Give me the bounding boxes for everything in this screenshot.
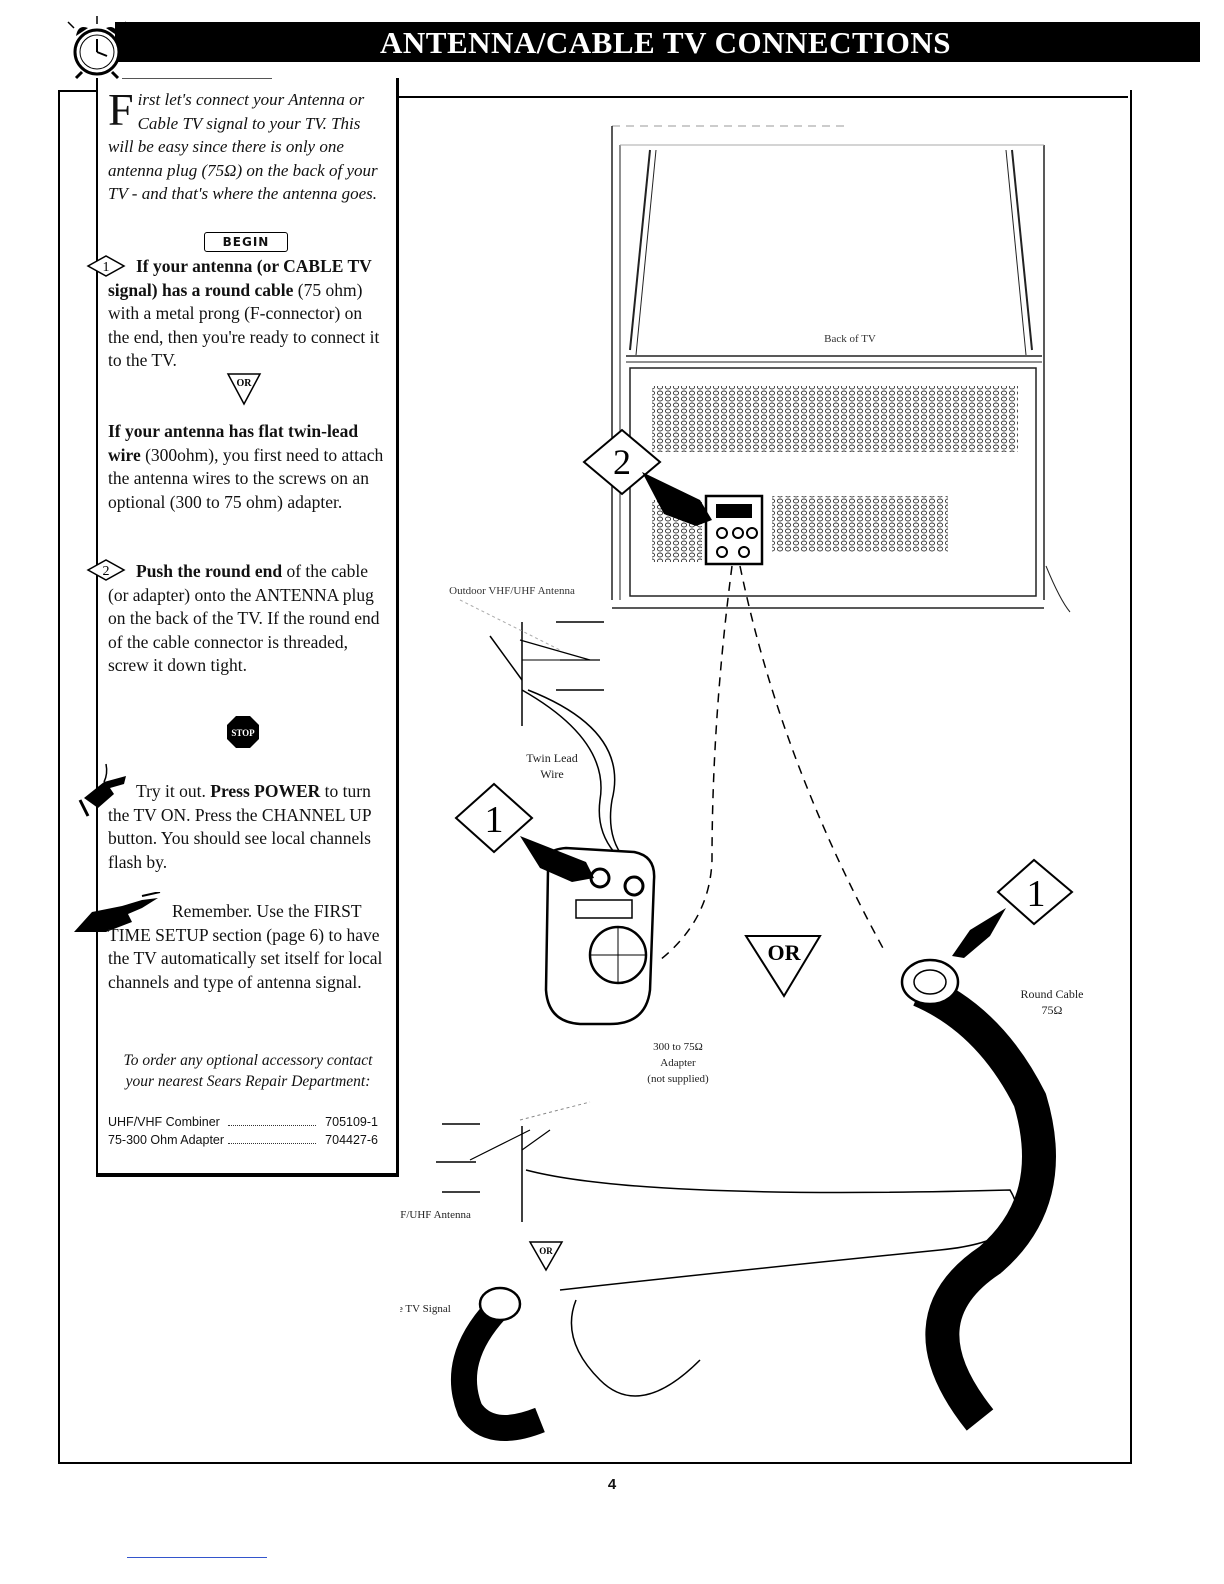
step-2-body: of the cable (or adapter) onto the ANTEN… [108,561,380,675]
leader-dots [228,1125,316,1126]
svg-text:1: 1 [485,799,504,841]
tv-back-illustration [611,125,1071,613]
part-row: UHF/VHF Combiner 705109-1 [108,1115,378,1129]
part-number: 704427-6 [325,1133,378,1147]
back-of-tv-label: Back of TV [824,333,876,345]
page-frame [58,90,1132,1464]
svg-text:2: 2 [613,442,631,482]
alarm-clock-icon [67,16,127,80]
adapter-label-1: 300 to 75Ω [653,1041,703,1053]
page-title: ANTENNA/CABLE TV CONNECTIONS [380,25,951,60]
or-triangle-icon: OR [226,373,262,406]
step-1-alternative: If your antenna has flat twin-lead wire … [108,420,386,514]
callout-1-right-icon: 1 [952,858,1074,958]
bottom-rule [127,1557,267,1558]
try-body: to turn the TV ON. Press the CHANNEL UP … [108,781,371,872]
stop-sign-icon: STOP [227,716,259,748]
round-cable-label-1: Round Cable [1021,987,1084,1001]
pointing-hand-icon [78,763,126,817]
or-triangle-center-icon: OR [744,935,822,998]
step-1b-heading: If your antenna has flat twin-lead wire [108,421,359,465]
frame-top-rule [58,90,98,92]
cable-tv-signal-illustration [451,1286,545,1441]
adapter-label-3: (not supplied) [647,1073,709,1085]
callout-1-left-icon: 1 [454,782,594,882]
part-number: 705109-1 [325,1115,378,1129]
remember-note: Remember. Use the FIRST TIME SETUP secti… [108,900,386,994]
try-bold: Press POWER [210,781,321,801]
step-1-arrow-icon: 1 [86,255,126,277]
svg-text:1: 1 [1027,873,1046,915]
order-note: To order any optional accessory contact … [123,1052,373,1090]
round-cable-label-2: 75Ω [1042,1003,1063,1017]
round-cable-illustration [900,958,1056,1431]
step-1-body: (75 ohm) with a metal prong (F-connector… [108,279,380,371]
or-triangle-bottom-icon: OR [528,1241,564,1272]
step-1: If your antenna (or CABLE TV signal) has… [108,255,386,373]
header-banner [115,22,1200,62]
leader-dots [228,1143,316,1144]
outdoor-antenna-bottom [436,1101,591,1222]
panel-top-rule [122,78,272,79]
step-1-heading: If your antenna (or CABLE TV signal) has… [108,256,372,300]
svg-text:1: 1 [103,260,110,275]
svg-text:OR: OR [768,940,802,965]
connection-diagram: Back of TV 2 Outdoor VHF/UHF Antenna Twi… [400,125,1084,1441]
instructions-panel [96,78,399,1177]
part-name: UHF/VHF Combiner [108,1115,220,1129]
page-number: 4 [607,1476,617,1493]
svg-text:OR: OR [237,378,253,389]
step-2-arrow-icon: 2 [86,559,126,581]
part-row: 75-300 Ohm Adapter 704427-6 [108,1133,378,1147]
twin-lead-label-1: Twin Lead [526,751,577,765]
outdoor-antenna-top [459,599,604,726]
adapter-label-2: Adapter [660,1057,696,1069]
outdoor-antenna-bottom-label: Outdoor VHF/UHF Antenna [400,1209,471,1221]
twin-lead-label-2: Wire [540,767,564,781]
cable-tv-signal-label: Cable TV Signal [400,1303,451,1315]
remember-body: Remember. Use the FIRST TIME SETUP secti… [108,901,383,992]
step-2-heading: Push the round end [136,561,283,581]
begin-badge: BEGIN [204,232,288,252]
step-1b-body: (300ohm), you first need to attach the a… [108,444,384,512]
svg-text:STOP: STOP [231,728,255,738]
step-2: Push the round end of the cable (or adap… [108,560,386,678]
outdoor-antenna-top-label: Outdoor VHF/UHF Antenna [449,585,575,597]
frame-top-rule [398,96,1128,98]
intro-text: irst let's connect your Antenna or Cable… [108,90,378,203]
svg-text:OR: OR [539,1246,553,1256]
adapter-illustration [544,846,656,1026]
part-name: 75-300 Ohm Adapter [108,1133,225,1147]
svg-text:2: 2 [103,564,110,579]
try-it-out: Try it out. Press POWER to turn the TV O… [108,780,386,874]
drop-cap: F [108,84,134,135]
writing-hand-icon [74,892,161,932]
callout-2-icon: 2 [582,428,712,526]
try-prefix: Try it out. [136,781,211,801]
